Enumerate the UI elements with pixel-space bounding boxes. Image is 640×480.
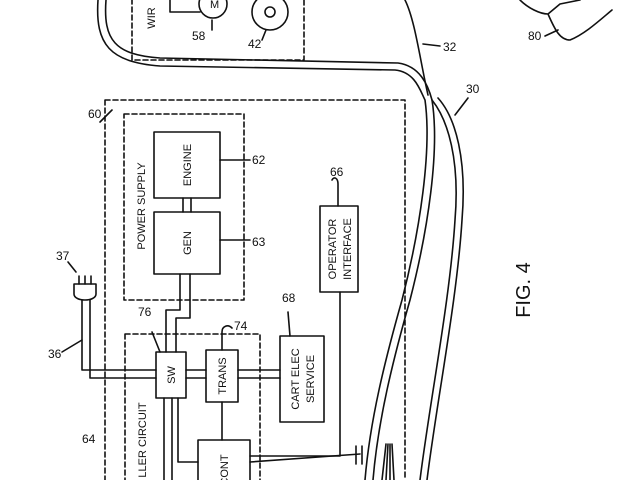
ref-76: 76: [138, 305, 152, 319]
cable-32-inner: [104, 0, 436, 480]
gen-box: [153, 211, 221, 275]
sw-to-cont-c: [177, 397, 199, 463]
label-power-supply: POWER SUPPLY: [136, 162, 148, 250]
gen-to-sw-b: [175, 273, 191, 353]
ref-32: 32: [443, 40, 457, 54]
plug-body: [73, 283, 97, 301]
ref-37: 37: [56, 249, 70, 263]
label-controller-circuit: LLER CIRCUIT: [137, 402, 149, 477]
label-service: SERVICE: [305, 355, 317, 403]
ref-66: 66: [330, 165, 344, 179]
cable-30-b: [426, 97, 465, 480]
cable-32-outer: [96, 0, 428, 480]
label-engine: ENGINE: [182, 144, 194, 186]
ref-58: 58: [192, 29, 206, 43]
label-trans: TRANS: [217, 357, 229, 394]
ref-30: 30: [466, 82, 480, 96]
fig-caption: FIG. 4: [513, 262, 535, 318]
leader-68: [287, 311, 291, 337]
wheel-outer: [251, 0, 289, 31]
ref-36: 36: [48, 347, 62, 361]
cart-elec-box: [279, 335, 325, 423]
engine-box: [153, 131, 221, 199]
item-80-shape: [519, 0, 613, 41]
ref-68: 68: [282, 291, 296, 305]
ref-74: 74: [234, 319, 248, 333]
label-interface: INTERFACE: [342, 218, 354, 280]
leader-76: [151, 331, 161, 353]
leader-37: [67, 261, 77, 273]
leader-80: [544, 29, 559, 37]
power-supply-inner-box: [123, 113, 245, 301]
leader-42: [261, 29, 267, 41]
leader-60: [99, 109, 113, 123]
leader-32: [422, 43, 441, 47]
ref-60: 60: [88, 107, 102, 121]
label-operator: OPERATOR: [327, 219, 339, 280]
operator-interface-box: [319, 205, 359, 293]
sw-box: [155, 351, 187, 399]
label-sw: SW: [166, 366, 178, 384]
label-cart-elec: CART ELEC: [290, 348, 302, 409]
wire-box-stub-left: [169, 0, 201, 13]
label-cont: CONT: [219, 454, 231, 480]
ref-80: 80: [528, 29, 542, 43]
cord-36-b: [89, 299, 157, 379]
cable-30-a: [419, 99, 457, 480]
label-motor-partial: M: [210, 0, 219, 11]
cable-to-cont: [249, 453, 361, 463]
power-supply-box-60: [104, 99, 406, 480]
leader-66: [331, 177, 339, 207]
label-wire-partial: WIR: [146, 7, 158, 28]
wheel-inner: [264, 6, 276, 18]
gen-to-sw-a: [165, 273, 181, 353]
controller-circuit-box-64: [124, 333, 261, 480]
ref-42: 42: [248, 37, 262, 51]
ref-62: 62: [252, 153, 266, 167]
cord-36-a: [81, 299, 157, 371]
label-gen: GEN: [182, 231, 194, 255]
leader-74: [221, 325, 233, 351]
cable-32-tip: [404, 0, 429, 96]
leader-30: [454, 97, 469, 116]
plug-prongs: [78, 275, 92, 285]
ref-63: 63: [252, 235, 266, 249]
wire-fan: [381, 443, 395, 480]
engine-gen-shaft: [182, 197, 192, 213]
motor-circle: [198, 0, 228, 19]
ref-64: 64: [82, 432, 96, 446]
leader-36: [61, 339, 83, 353]
